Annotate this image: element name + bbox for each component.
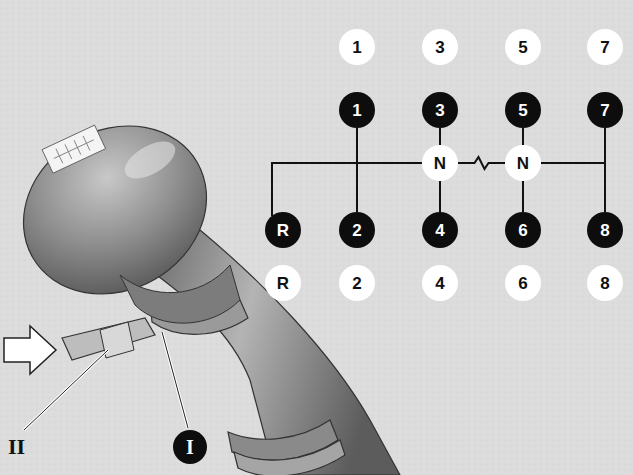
gear-label: 8 — [600, 275, 609, 292]
callout-number: I — [186, 437, 194, 457]
gate-line — [522, 181, 524, 212]
white-gear-circle: 5 — [505, 29, 541, 65]
gear-label: 3 — [435, 39, 444, 56]
leader-line — [162, 332, 188, 428]
gear-label: 2 — [352, 275, 361, 292]
white-gear-circle: 3 — [422, 29, 458, 65]
gate-line — [541, 128, 605, 163]
knob-neck — [120, 265, 240, 323]
black-gear-circle: 7 — [587, 92, 623, 128]
white-gear-circle: 7 — [587, 29, 623, 65]
black-gear-circle: 1 — [339, 92, 375, 128]
direction-arrow — [4, 326, 56, 374]
white-gear-circle: 4 — [422, 265, 458, 301]
black-gear-circle: 6 — [505, 212, 541, 248]
gate-line — [439, 181, 441, 212]
white-gear-circle: 6 — [505, 265, 541, 301]
gear-label: 4 — [435, 222, 444, 239]
gate-line — [272, 163, 422, 216]
sticker-marks — [50, 133, 97, 166]
gate-line — [439, 128, 441, 145]
gear-label: 7 — [600, 102, 609, 119]
gear-label: 7 — [600, 39, 609, 56]
gear-label: 2 — [352, 222, 361, 239]
black-gear-circle: 2 — [339, 212, 375, 248]
white-gear-circle: N — [422, 145, 458, 181]
black-gear-circle: 3 — [422, 92, 458, 128]
gear-label: R — [277, 222, 289, 239]
shift-pattern-sticker — [42, 125, 106, 173]
gear-label: 3 — [435, 102, 444, 119]
black-gear-circle: 4 — [422, 212, 458, 248]
white-gear-circle: N — [505, 145, 541, 181]
gear-label: 1 — [352, 39, 361, 56]
white-gear-circle: 8 — [587, 265, 623, 301]
leader-line — [162, 332, 188, 428]
black-gear-circle: R — [265, 212, 301, 248]
leader-line — [24, 350, 108, 430]
gear-label: R — [277, 275, 289, 292]
leader-line — [24, 350, 108, 430]
white-gear-circle: 2 — [339, 265, 375, 301]
black-gear-circle: 8 — [587, 212, 623, 248]
gear-label: 4 — [435, 275, 444, 292]
gear-label: 5 — [518, 39, 527, 56]
black-gear-circle: 5 — [505, 92, 541, 128]
collar-ring — [234, 440, 345, 475]
knob-highlight — [119, 134, 181, 186]
gear-label: 8 — [600, 222, 609, 239]
gate-line — [458, 157, 505, 169]
gear-label: 1 — [352, 102, 361, 119]
gate-line — [356, 128, 358, 212]
callout-number: II — [8, 436, 25, 458]
gate-line — [522, 128, 524, 145]
gear-label: N — [434, 155, 446, 172]
gear-label: 5 — [518, 102, 527, 119]
gear-label: 6 — [518, 222, 527, 239]
lever-shaft — [150, 230, 400, 475]
white-gear-circle: R — [265, 265, 301, 301]
callout-circle: I — [173, 430, 207, 464]
range-switch — [62, 318, 155, 360]
white-gear-circle: 1 — [339, 29, 375, 65]
gear-label: N — [517, 155, 529, 172]
gate-line — [541, 163, 605, 212]
gear-label: 6 — [518, 275, 527, 292]
